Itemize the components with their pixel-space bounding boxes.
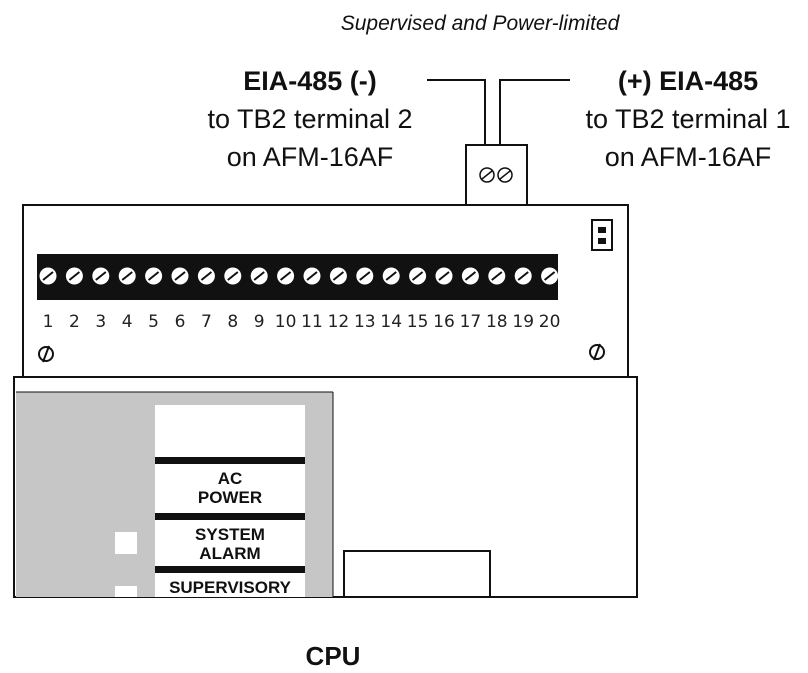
terminal-number-label: 20 [539, 312, 561, 332]
terminal-number-label: 7 [201, 312, 212, 332]
mounting-screw-icon [38, 345, 54, 363]
terminal-strip [37, 254, 558, 300]
terminal-number-label: 2 [69, 312, 80, 332]
terminal-number-label: 6 [175, 312, 186, 332]
terminal-number-label: 15 [407, 312, 429, 332]
left-label-line3: on AFM-16AF [227, 142, 394, 172]
terminal-screw-icon [277, 267, 295, 285]
terminal-number-label: 10 [275, 312, 297, 332]
terminal-screw-icon [356, 267, 374, 285]
terminal-screw-icon [435, 267, 453, 285]
terminal-number-label: 9 [254, 312, 265, 332]
terminal-screw-icon [382, 267, 400, 285]
mounting-screw-icon [589, 343, 605, 361]
terminal-screw-icon [92, 267, 110, 285]
terminal-screw-icon [461, 267, 479, 285]
right-label-line1: (+) EIA-485 [618, 66, 758, 96]
system-alarm-label-1: SYSTEM [195, 525, 265, 544]
panel-housing: AC POWER SYSTEM ALARM SUPERVISORY [13, 376, 638, 598]
ac-power-label-2: POWER [198, 488, 262, 507]
system-alarm-led [115, 532, 137, 554]
terminal-screw-icon [514, 267, 532, 285]
supervisory-label: SUPERVISORY [169, 578, 292, 597]
left-label-line2: to TB2 terminal 2 [207, 104, 412, 134]
terminal-number-label: 12 [328, 312, 350, 332]
terminal-screw-icon [39, 267, 57, 285]
ac-power-label-1: AC [218, 469, 243, 488]
left-label-line1: EIA-485 (-) [243, 66, 377, 96]
terminal-screw-icon [541, 267, 559, 285]
terminal-number-label: 17 [460, 312, 482, 332]
terminal-number-label: 4 [122, 312, 133, 332]
right-label-line2: to TB2 terminal 1 [585, 104, 790, 134]
jumper-icon [591, 219, 613, 251]
led-label-card [155, 405, 305, 597]
terminal-number-label: 8 [227, 312, 238, 332]
terminal-number-label: 14 [380, 312, 402, 332]
positive-wire [499, 79, 570, 145]
display-window [343, 550, 491, 597]
terminal-screw-icon [488, 267, 506, 285]
terminal-screw-icon [145, 267, 163, 285]
eia485-positive-label: (+) EIA-485 to TB2 terminal 1 on AFM-16A… [585, 66, 790, 172]
terminal-number-label: 18 [486, 312, 508, 332]
terminal-number-label: 11 [301, 312, 323, 332]
right-label-line3: on AFM-16AF [605, 142, 772, 172]
terminal-number-label: 13 [354, 312, 376, 332]
system-alarm-label-2: ALARM [199, 544, 260, 563]
negative-wire [427, 79, 486, 145]
terminal-number-label: 16 [433, 312, 455, 332]
terminal-screw-icon [224, 267, 242, 285]
terminal-screw-icon [250, 267, 268, 285]
terminal-number-label: 3 [95, 312, 106, 332]
eia485-connector [465, 144, 528, 206]
terminal-number-label: 19 [512, 312, 534, 332]
terminal-number-label: 5 [148, 312, 159, 332]
terminal-screw-icon [329, 267, 347, 285]
terminal-number-label: 1 [43, 312, 54, 332]
terminal-screw-icon [65, 267, 83, 285]
terminal-screw-icon [197, 267, 215, 285]
terminal-screw-icon [171, 267, 189, 285]
cpu-label: CPU [306, 641, 361, 671]
supervisory-led [115, 586, 137, 597]
terminal-screw-icon [303, 267, 321, 285]
eia485-negative-label: EIA-485 (-) to TB2 terminal 2 on AFM-16A… [207, 66, 412, 172]
terminal-screw-icon [118, 267, 136, 285]
power-limited-note: Supervised and Power-limited [341, 12, 621, 35]
terminal-screw-icon [409, 267, 427, 285]
